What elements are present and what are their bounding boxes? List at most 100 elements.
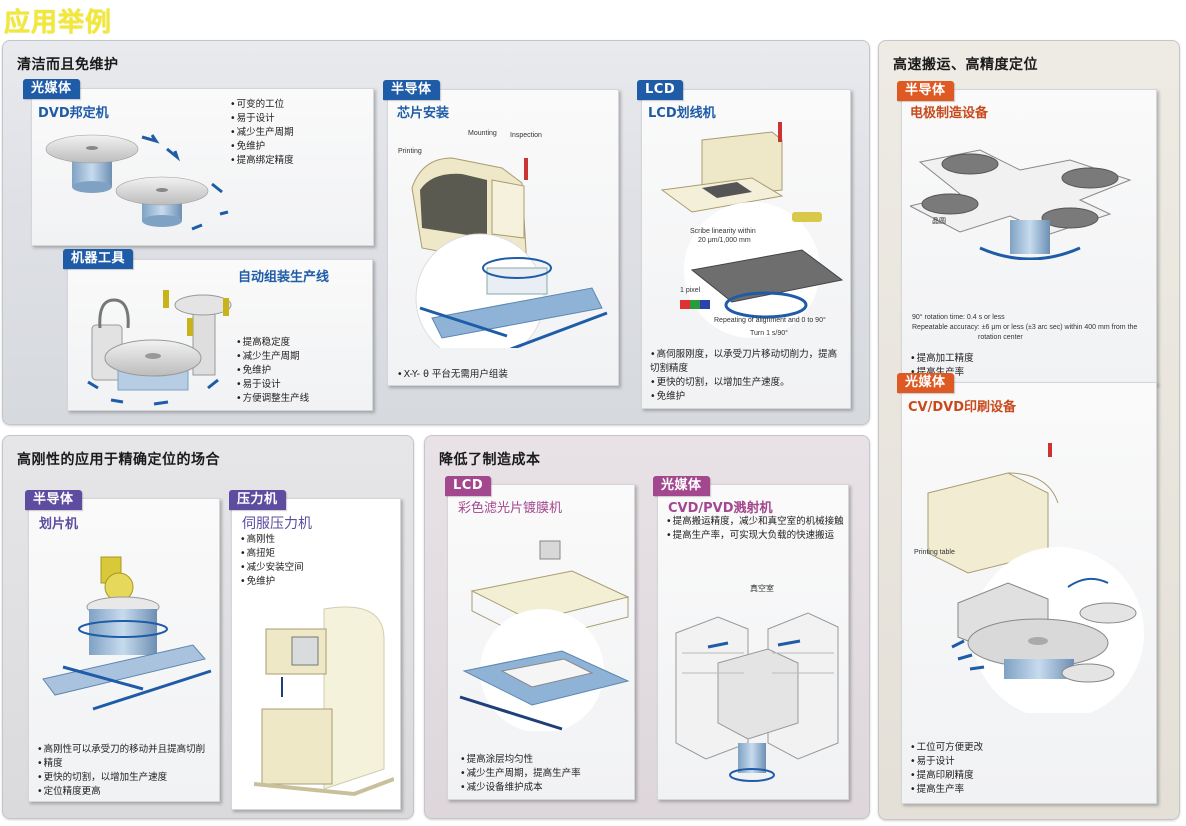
feature-item: 免维护 (240, 575, 304, 589)
category-tag: LCD (637, 80, 684, 100)
category-tag: 半导体 (25, 490, 82, 510)
card-dvd-bonding: DVD邦定机 可变的工位 易于设计 减少生产周期 免维护 提高绑定精度 (31, 88, 374, 246)
feature-list: 提高稳定度 减少生产周期 免维护 易于设计 方便调整生产线 (236, 336, 310, 406)
category-tag: 光媒体 (897, 373, 954, 393)
feature-list: 高刚性 高扭矩 减少安装空间 免维护 (240, 533, 304, 589)
feature-item: 免维护 (650, 390, 846, 404)
sputtering-illustration (675, 612, 839, 782)
feature-list: 提高涂层均匀性 减少生产周期，提高生产率 减少设备维护成本 (460, 753, 581, 795)
category-tag: LCD (445, 476, 492, 496)
feature-item: 工位可方便更改 (910, 741, 984, 755)
feature-item: 免维护 (236, 364, 309, 378)
category-tag: 光媒体 (653, 476, 710, 496)
section-rigidity: 高刚性的应用于精确定位的场合 划片机 高刚性可以承受刀的移动并且提高切削 精度 … (2, 435, 414, 819)
feature-item: 提高加工精度 (910, 352, 974, 366)
card-title: LCD划线机 (648, 106, 716, 121)
feature-item: 减少安装空间 (240, 561, 304, 575)
feature-item: 易于设计 (236, 378, 309, 392)
feature-item: 更快的切割，以增加生产速度。 (650, 376, 846, 390)
printer-illustration (927, 443, 1144, 713)
feature-item: 定位精度更高 (37, 785, 205, 799)
feature-item: 提高搬运精度，减少和真空室的机械接触 (666, 515, 844, 529)
card-sputtering-machine: CVD/PVD溅射机 提高搬运精度，减少和真空室的机械接触 提高生产率，可实现大… (657, 484, 849, 800)
page-title: 应用举例 (4, 8, 113, 38)
category-tag: 光媒体 (23, 79, 80, 99)
card-title: 芯片安装 (397, 106, 450, 121)
feature-item: 高扭矩 (240, 547, 304, 561)
feature-item: 提高生产率，可实现大负载的快速搬运 (666, 529, 844, 543)
feature-item: 减少生产周期 (230, 126, 294, 140)
feature-item: 精度 (37, 757, 205, 771)
feature-list: 高刚性可以承受刀的移动并且提高切削 精度 更快的切割，以增加生产速度 定位精度更… (37, 743, 206, 799)
note-rotation-time: 90° rotation time: 0.4 s or less (912, 314, 1005, 321)
card-chip-mounting: 芯片安装 Mounting Inspection Printing X-Y- θ… (387, 89, 619, 386)
feature-item: 减少生产周期，提高生产率 (460, 767, 581, 781)
label-mounting: Mounting (468, 130, 497, 137)
feature-item: 提高涂层均匀性 (460, 753, 581, 767)
feature-item: X-Y- θ 平台无需用户组装 (397, 368, 508, 382)
feature-item: 提高生产率 (910, 366, 974, 380)
label-wafer: 晶圆 (932, 218, 946, 225)
card-title: 划片机 (39, 517, 79, 532)
section-title: 清洁而且免维护 (17, 57, 119, 73)
card-title: 伺服压力机 (242, 516, 312, 532)
card-color-filter-coater: 彩色滤光片镀膜机 提高涂层均匀性 减少生产周期，提高生产率 减少设备维护成本 (447, 484, 635, 800)
feature-list: 提高加工精度 提高生产率 (910, 352, 974, 380)
feature-item: 高刚性 (240, 533, 304, 547)
feature-item: 提高绑定精度 (230, 154, 294, 168)
assembly-line-illustration (87, 290, 232, 406)
feature-item: 提高生产率 (910, 783, 983, 797)
feature-item: 减少生产周期 (236, 350, 309, 364)
section-title: 高刚性的应用于精确定位的场合 (17, 452, 220, 468)
category-tag: 半导体 (897, 81, 954, 101)
feature-list: 可变的工位 易于设计 减少生产周期 免维护 提高绑定精度 (230, 98, 294, 168)
note-accuracy-cont: rotation center (978, 334, 1023, 341)
card-title: 彩色滤光片镀膜机 (458, 501, 563, 516)
coater-illustration (459, 540, 630, 731)
electrode-illustration (910, 149, 1132, 260)
feature-item: 免维护 (230, 140, 294, 154)
section-speed: 高速搬运、高精度定位 电极制造设备 晶圆 90° rotation time: … (878, 40, 1180, 820)
feature-item: 可变的工位 (230, 98, 294, 112)
feature-item: 减少设备维护成本 (460, 781, 581, 795)
feature-list: 高伺服刚度，以承受刀片移动切削力，提高切割精度 更快的切割，以增加生产速度。 免… (650, 348, 846, 404)
card-electrode-equipment: 电极制造设备 晶圆 90° rotation time: 0.4 s or le… (901, 89, 1157, 385)
note-turn: Turn 1 s/90° (750, 330, 788, 337)
feature-item: 高刚性可以承受刀的移动并且提高切削 (37, 743, 206, 757)
category-tag: 压力机 (229, 490, 286, 510)
lcd-scriber-illustration (660, 122, 844, 338)
card-lcd-scriber: LCD划线机 Scribe linearity within 20 μm/1,0… (641, 89, 851, 409)
section-clean: 清洁而且免维护 DVD邦定机 可变的工位 易于设计 减少生产周期 免维护 提高绑… (2, 40, 870, 425)
feature-list: 提高搬运精度，减少和真空室的机械接触 提高生产率，可实现大负载的快速搬运 (666, 515, 844, 543)
section-title: 降低了制造成本 (439, 452, 541, 468)
label-vacuum-chamber: 真空室 (750, 584, 774, 593)
label-printing-table: Printing table (914, 549, 955, 556)
section-title: 高速搬运、高精度定位 (893, 57, 1038, 73)
feature-item: 高伺服刚度，以承受刀片移动切削力，提高切割精度 (650, 348, 846, 376)
card-title: 自动组装生产线 (238, 270, 330, 285)
section-cost: 降低了制造成本 彩色滤光片镀膜机 提高涂层均匀性 减少生产周期，提高生产率 减少… (424, 435, 870, 819)
dicing-saw-illustration (42, 556, 212, 711)
feature-list: 工位可方便更改 易于设计 提高印刷精度 提高生产率 (910, 741, 984, 797)
card-title: CVD/PVD溅射机 (668, 501, 773, 516)
note-scribe-tolerance: 20 μm/1,000 mm (698, 237, 751, 244)
feature-item: 提高稳定度 (236, 336, 309, 350)
card-assembly-line: 自动组装生产线 提高稳定度 减少生产周期 免维护 易于设计 方便调整生产线 (67, 259, 373, 411)
dvd-bonding-illustration (45, 134, 229, 231)
servo-press-illustration (254, 606, 394, 797)
label-printing: Printing (398, 148, 422, 155)
feature-item: 易于设计 (230, 112, 294, 126)
label-inspection: Inspection (510, 132, 542, 139)
feature-list: X-Y- θ 平台无需用户组装 (397, 368, 508, 382)
card-title: DVD邦定机 (38, 106, 109, 121)
feature-item: 更快的切割，以增加生产速度 (37, 771, 205, 785)
note-accuracy: Repeatable accuracy: ±6 μm or less (±3 a… (912, 324, 1138, 331)
note-alignment: Repeating of alignment and 0 to 90° (714, 317, 826, 324)
card-title: CV/DVD印刷设备 (908, 400, 1016, 415)
category-tag: 机器工具 (63, 249, 134, 269)
card-dicing-saw: 划片机 高刚性可以承受刀的移动并且提高切削 精度 更快的切割，以增加生产速度 定… (28, 498, 220, 802)
feature-item: 提高印刷精度 (910, 769, 983, 783)
note-pixel: 1 pixel (680, 287, 701, 294)
feature-item: 易于设计 (910, 755, 983, 769)
chip-mounter-illustration (411, 157, 608, 348)
